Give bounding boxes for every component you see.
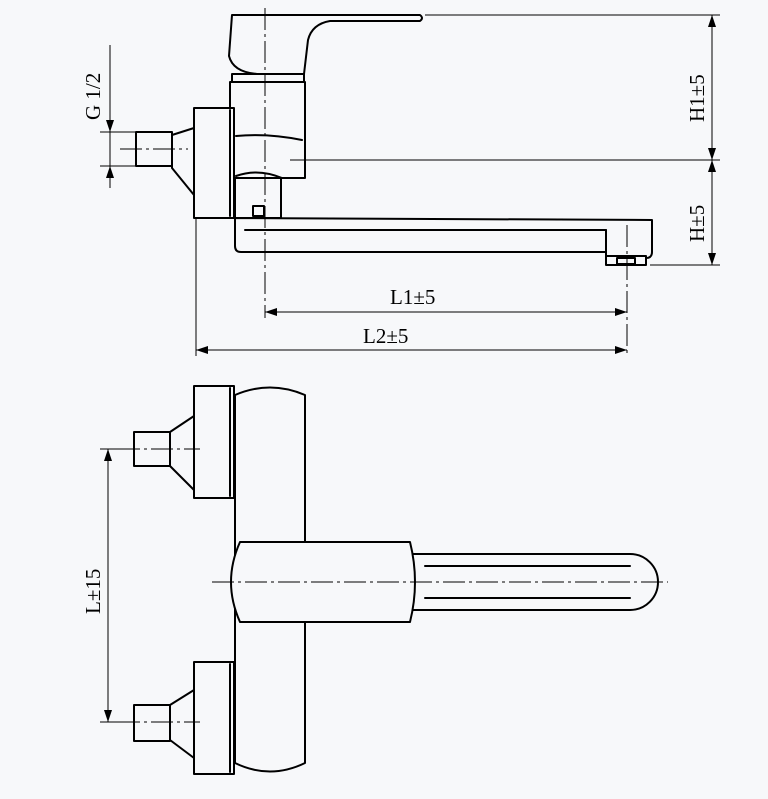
side-view	[120, 8, 653, 355]
eccentric-connector	[171, 127, 195, 196]
lever-handle	[228, 14, 423, 75]
l2-label: L2±5	[363, 324, 408, 348]
h-label: H±5	[685, 205, 709, 242]
dimension-front	[100, 448, 136, 723]
front-view	[118, 385, 668, 775]
upper-connector	[169, 415, 195, 491]
spout	[234, 217, 653, 259]
dimensions-side	[100, 14, 720, 356]
lower-inlet	[133, 704, 171, 742]
aerator-set-screw	[252, 205, 265, 217]
h1-label: H1±5	[685, 74, 709, 122]
l-label: L±15	[81, 569, 105, 614]
lower-flange	[193, 661, 235, 775]
front-lever	[409, 553, 659, 611]
thread-label: G 1/2	[81, 73, 105, 120]
l1-label: L1±5	[390, 285, 435, 309]
upper-flange	[193, 385, 235, 499]
lower-connector	[169, 689, 195, 759]
wall-flange	[193, 107, 235, 219]
mixer-body	[229, 81, 306, 179]
